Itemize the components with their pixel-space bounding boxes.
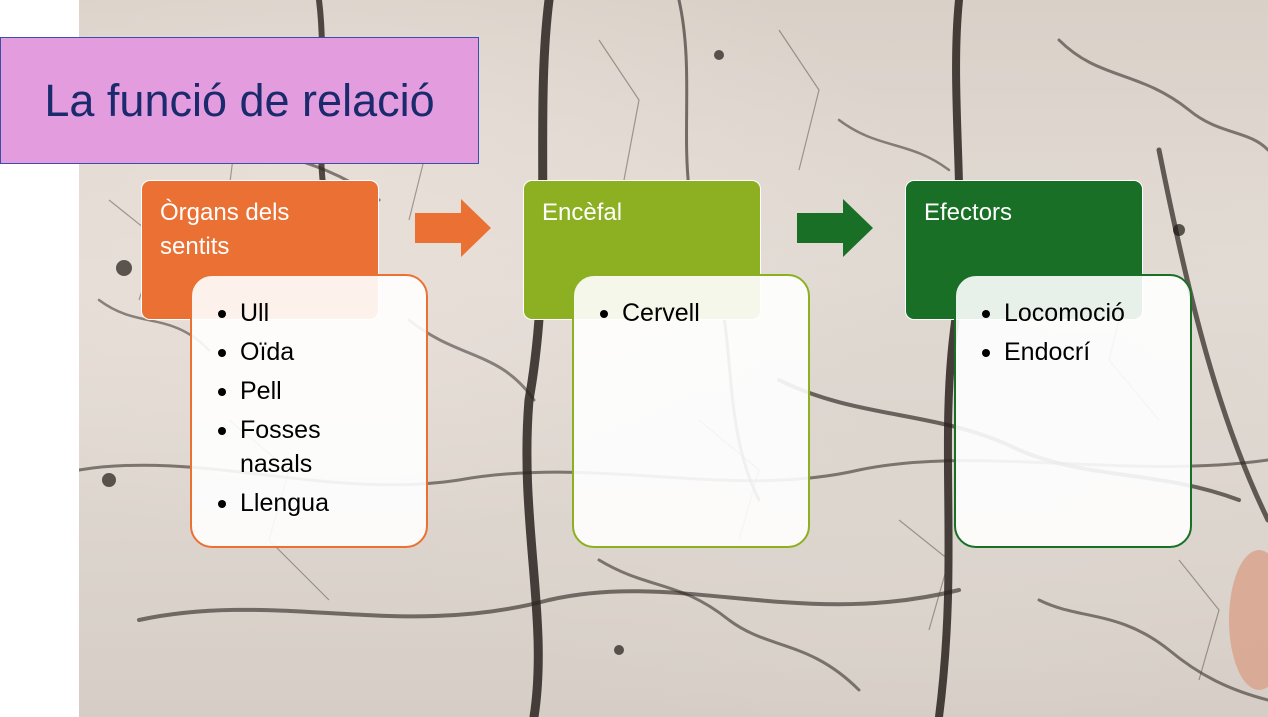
- list-item: Oïda: [214, 335, 412, 369]
- slide-title: La funció de relació: [44, 74, 435, 126]
- stage-heading: Encèfal: [542, 199, 623, 226]
- stage-detail-sensory-organs: Ull Oïda Pell Fosses nasals Llengua: [190, 274, 428, 548]
- arrow-right-icon: [797, 199, 873, 257]
- list-item: Endocrí: [978, 335, 1176, 369]
- stage-detail-brain: Cervell: [572, 274, 810, 548]
- list-item: Locomoció: [978, 296, 1176, 330]
- title-box: La funció de relació: [0, 37, 479, 164]
- bullet-list: Cervell: [596, 296, 794, 330]
- stage-detail-effectors: Locomoció Endocrí: [954, 274, 1192, 548]
- list-item: Fosses nasals: [214, 413, 360, 481]
- list-item: Llengua: [214, 486, 412, 520]
- list-item: Pell: [214, 374, 412, 408]
- list-item: Cervell: [596, 296, 794, 330]
- arrow-right-icon: [415, 199, 491, 257]
- bullet-list: Ull Oïda Pell Fosses nasals Llengua: [214, 296, 412, 520]
- stage-heading: Efectors: [924, 199, 1013, 226]
- list-item: Ull: [214, 296, 412, 330]
- stage-box-sensory-organs: Òrgans dels sentits: [141, 180, 379, 320]
- stage-heading: Òrgans dels sentits: [160, 199, 290, 260]
- bullet-list: Locomoció Endocrí: [978, 296, 1176, 369]
